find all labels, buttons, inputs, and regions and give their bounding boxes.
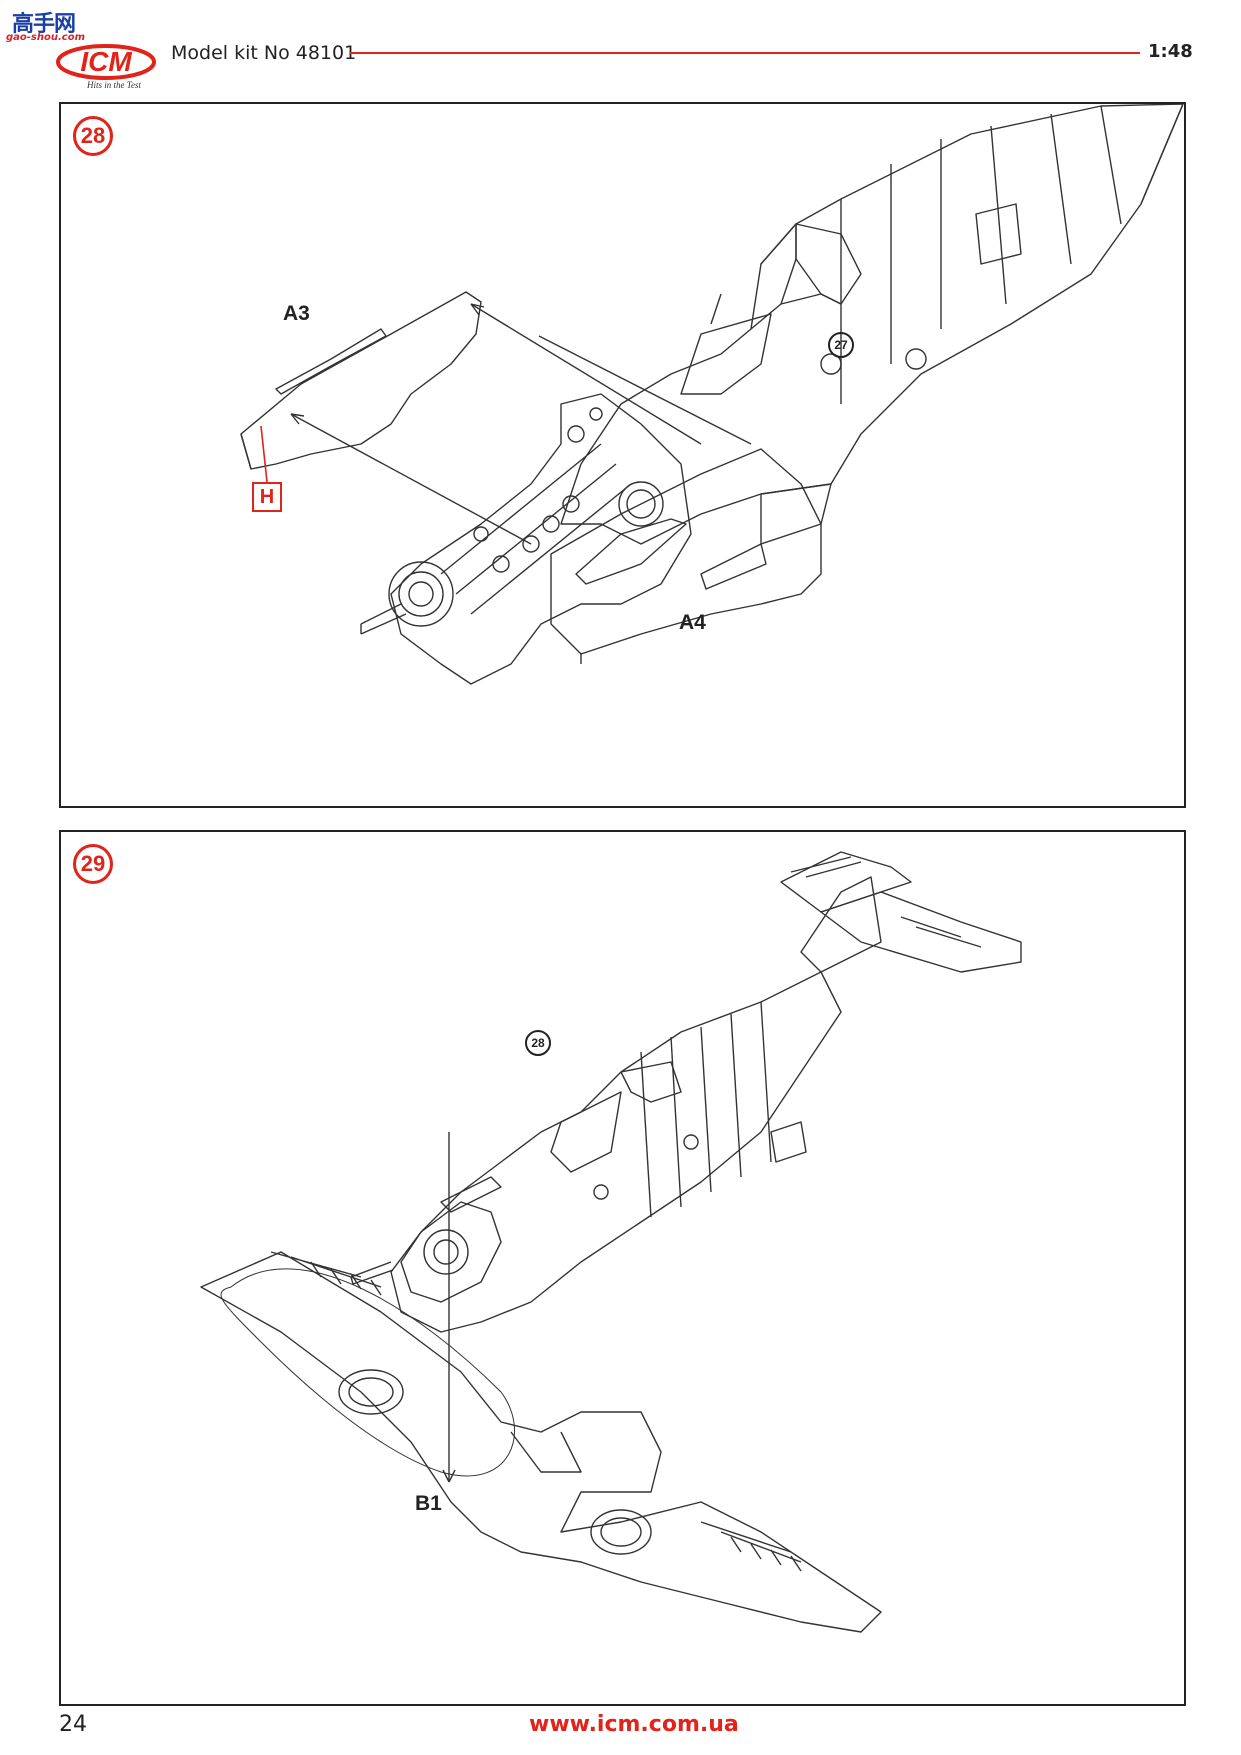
part-h-marker: H — [252, 482, 282, 512]
icm-logo: ICM Hits in the Test — [56, 44, 156, 90]
kit-title: Model kit No 48101 — [171, 42, 357, 64]
step-28-ref-badge: 28 — [525, 1030, 551, 1056]
part-label-a3: A3 — [283, 302, 310, 325]
logo-tagline: Hits in the Test — [86, 80, 141, 90]
step-28-drawing — [240, 104, 1184, 685]
logo-text: ICM — [80, 46, 132, 77]
scale-label: 1:48 — [1148, 41, 1193, 62]
watermark-logo: 高手网 — [12, 12, 76, 37]
part-label-a4: A4 — [679, 611, 706, 634]
step-29-panel: 29 — [59, 830, 1186, 1706]
step-29-drawing — [200, 851, 1022, 1633]
step-28-panel: 28 — [59, 102, 1186, 808]
website-link[interactable]: www.icm.com.ua — [529, 1712, 739, 1737]
step-29-badge: 29 — [73, 844, 113, 884]
step-27-ref-badge: 27 — [828, 332, 854, 358]
header-rule — [350, 52, 1140, 54]
watermark-url: gao-shou.com — [6, 32, 86, 43]
part-label-b1: B1 — [415, 1492, 442, 1515]
page-number: 24 — [59, 1712, 87, 1737]
step-28-badge: 28 — [73, 116, 113, 156]
